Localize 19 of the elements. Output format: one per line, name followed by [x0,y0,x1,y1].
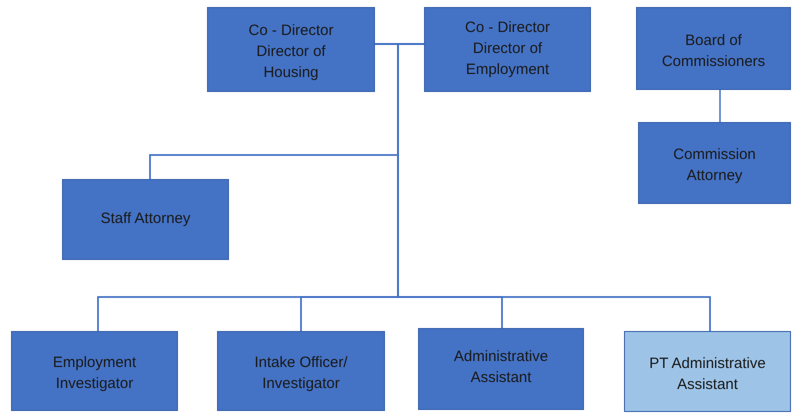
org-box [207,7,375,92]
org-box [418,328,584,410]
role-title: Intake Officer/ Investigator [253,353,349,394]
org-box [62,179,229,260]
role-title: Administrative Assistant [452,347,550,388]
role-title: PT Administrative Assistant [648,354,767,394]
org-box [638,122,791,204]
role-title: Co - Director Director of Employment [464,18,551,80]
role-title: Staff Attorney [100,209,190,229]
role-title: Employment Investigator [52,353,138,394]
role-title: Board of Commissioners [662,30,766,72]
org-box [11,331,178,411]
connector-line [719,90,721,122]
org-box [636,7,791,90]
org-box [424,7,591,92]
org-box [217,331,385,411]
org-box [624,331,791,412]
role-title: Co - Director Director of Housing [247,21,334,83]
role-title: Commission Attorney [672,145,757,186]
